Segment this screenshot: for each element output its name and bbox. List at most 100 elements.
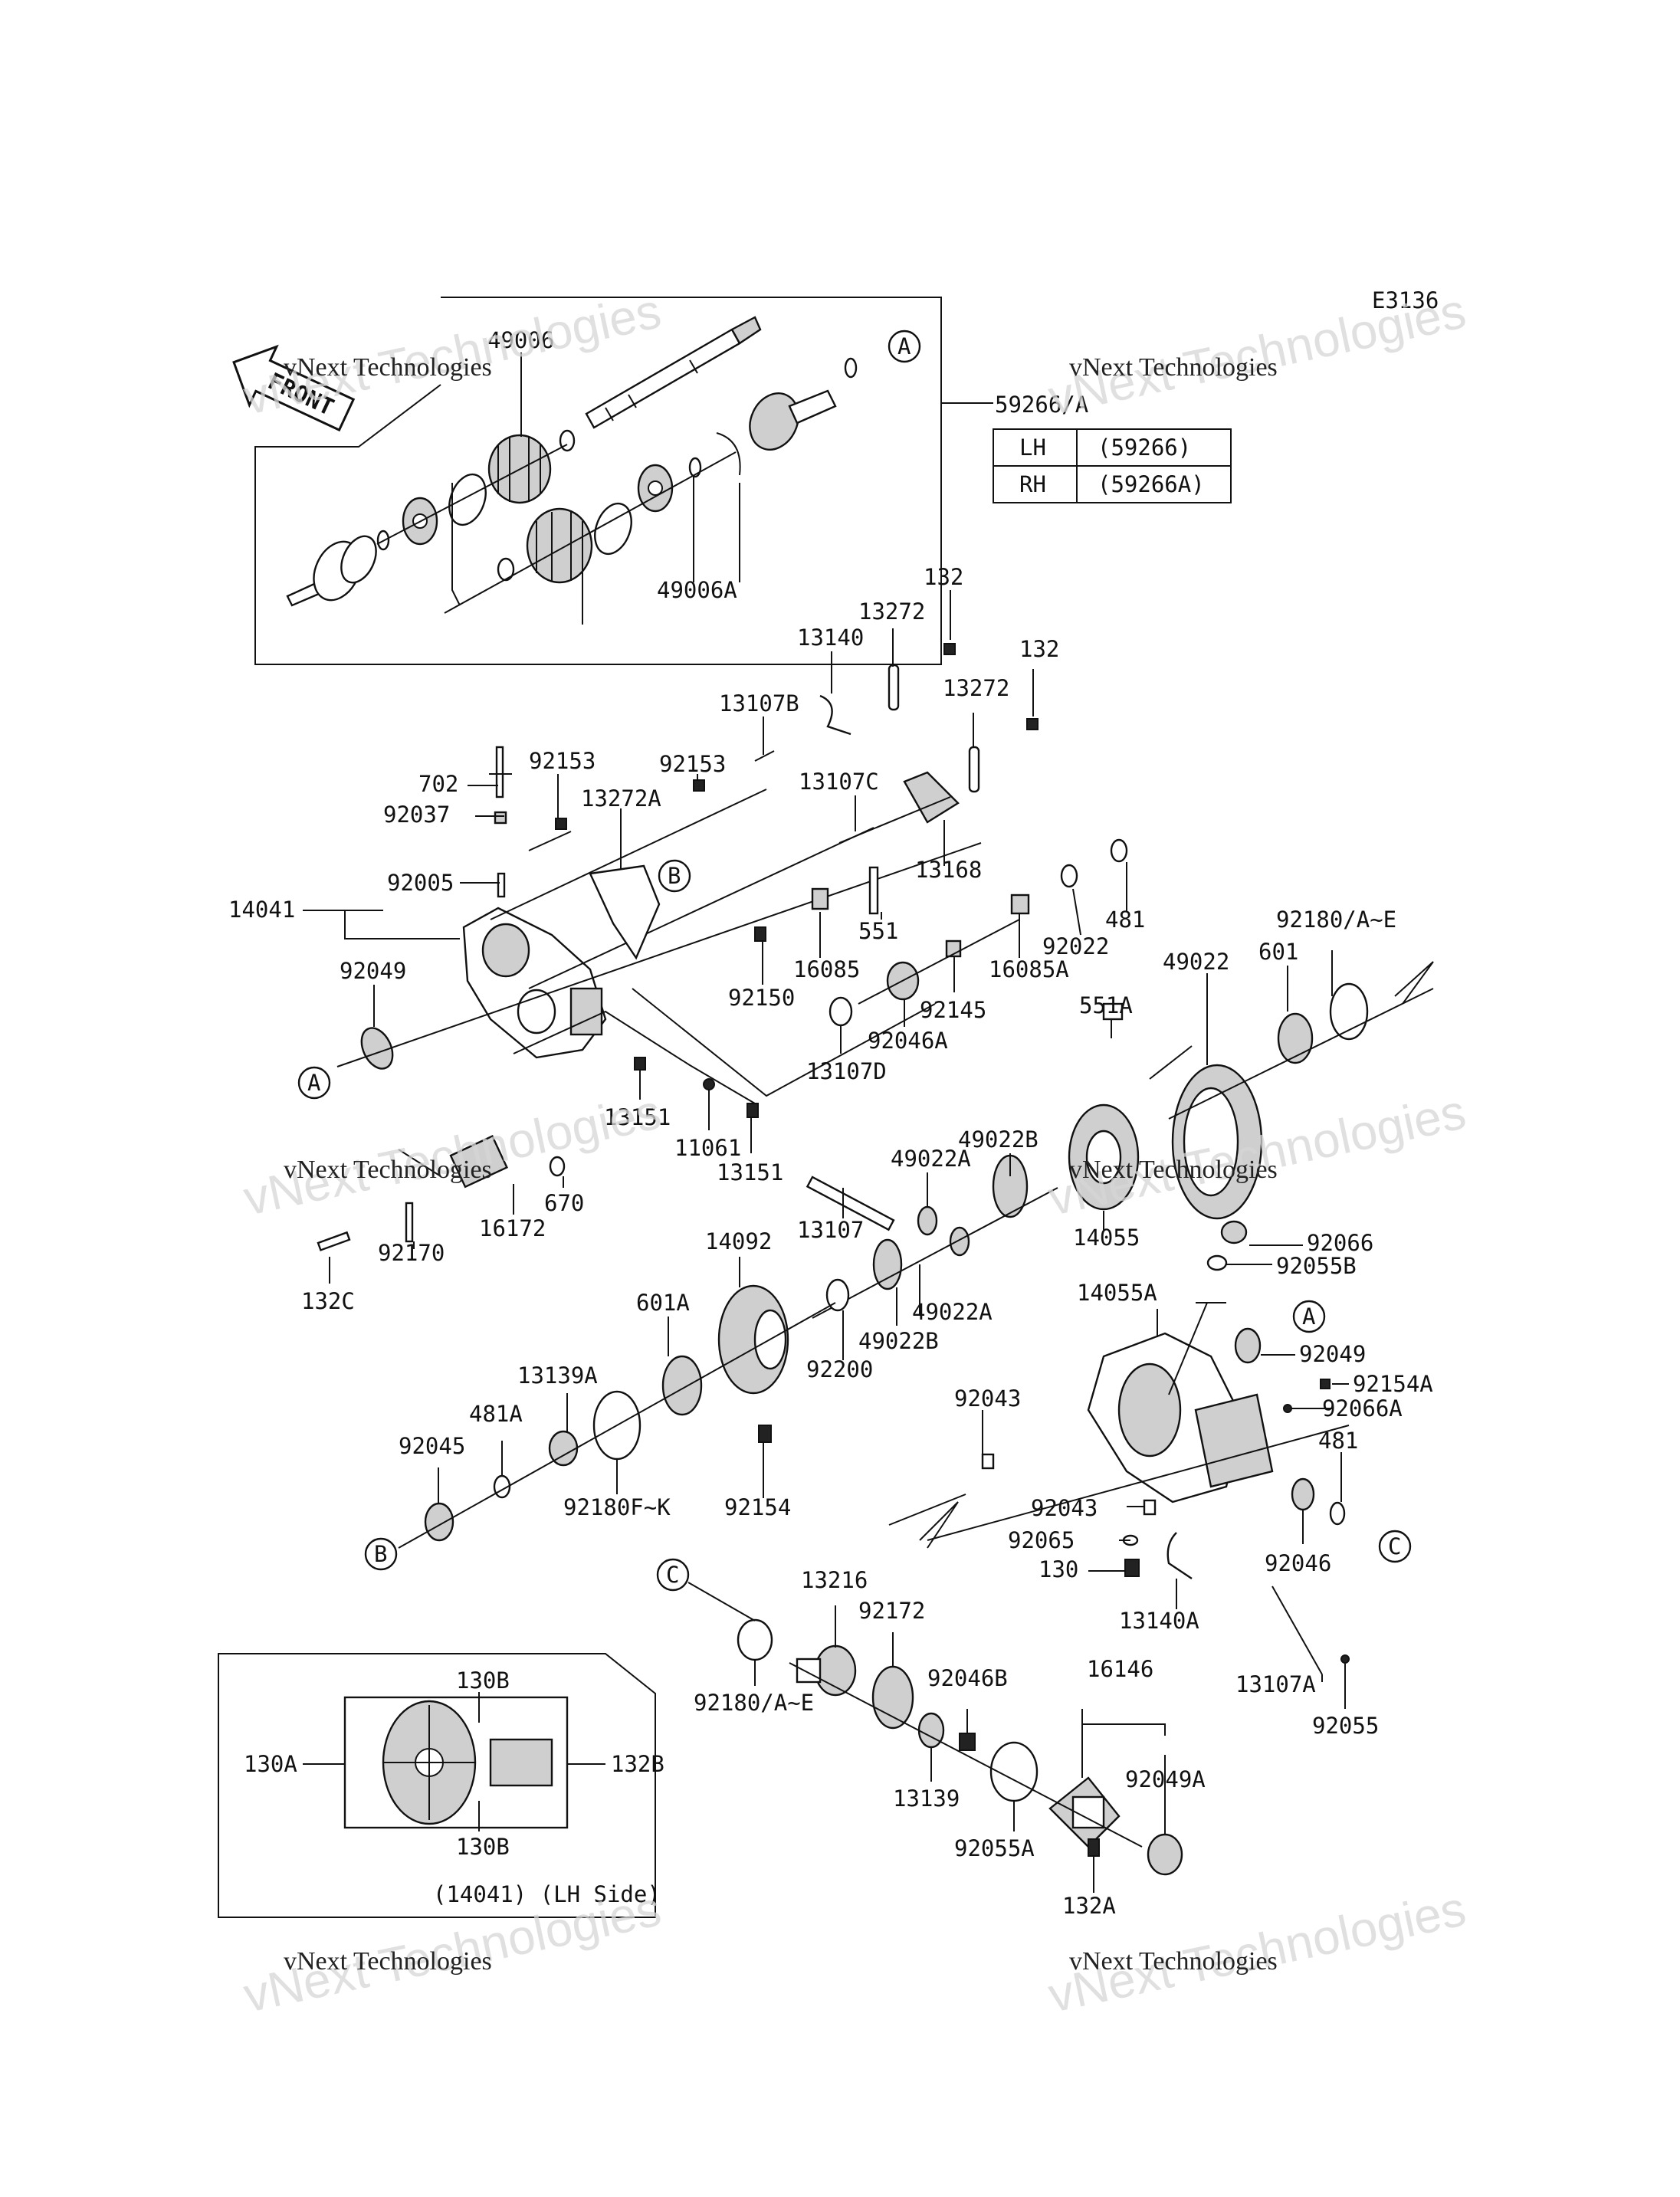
diagram-id: E3136 <box>1372 287 1439 313</box>
pinion-49022A-2 <box>949 1226 970 1257</box>
callout-label: 92043 <box>954 1385 1021 1412</box>
callout-label: 132A <box>1062 1893 1116 1919</box>
callout-label: 59266/A <box>995 392 1088 418</box>
callout-label: 14055 <box>1073 1225 1140 1251</box>
ref-circle-c: C <box>1378 1530 1412 1563</box>
callout-label: 92153 <box>529 748 596 774</box>
svg-text:A: A <box>307 1070 320 1096</box>
ref-circle-b: B <box>658 859 691 893</box>
svg-text:A: A <box>897 333 911 359</box>
bolt-92153-b <box>693 779 705 792</box>
dowel-92043-b <box>1143 1499 1157 1516</box>
drive-pinion-13216 <box>796 1644 857 1697</box>
callout-label: 551 <box>858 918 898 944</box>
sensor-16172 <box>398 1135 508 1189</box>
watermark-caption: vNext Technologies <box>1069 1156 1278 1184</box>
callout-label: 132B <box>611 1751 664 1777</box>
bolt-132C <box>317 1231 351 1251</box>
callout-label: 13107B <box>719 690 799 716</box>
bolt-92154A <box>1320 1379 1331 1389</box>
ref-circle-c: C <box>656 1558 690 1592</box>
callout-label: 92066A <box>1322 1395 1403 1421</box>
callout-label: 92055B <box>1276 1253 1357 1279</box>
inset-caption: (14041) (LH Side) <box>433 1881 661 1907</box>
callout-label: 601 <box>1258 939 1298 965</box>
callout-label: 49022A <box>891 1146 971 1172</box>
callout-label: 49022B <box>958 1126 1039 1153</box>
callout-label: 16146 <box>1087 1656 1153 1682</box>
pin-551A <box>1102 1002 1124 1021</box>
callout-label: 13139 <box>893 1785 960 1812</box>
screw-92150 <box>754 926 766 942</box>
callout-label: 130 <box>1039 1556 1078 1582</box>
ref-circle-a: A <box>888 330 921 363</box>
axle-shaft <box>585 316 762 429</box>
retainer-ring <box>716 432 741 476</box>
switch-13151-a <box>634 1057 646 1071</box>
nut-92037 <box>494 811 507 825</box>
callout-label: 13140A <box>1119 1608 1199 1634</box>
bolt-92153-a <box>555 818 567 830</box>
oil-seal-92049 <box>360 1027 394 1070</box>
bolt-130 <box>1124 1559 1140 1577</box>
callout-label: 92150 <box>728 985 795 1011</box>
pin-13272-b <box>968 746 980 793</box>
bolt-92154 <box>758 1425 772 1443</box>
callout-label: 49022B <box>858 1328 939 1354</box>
ref-circle-b: B <box>364 1537 398 1571</box>
driveshaft-assembly-group: FRONT <box>232 297 993 665</box>
callout-label: 92037 <box>383 802 450 828</box>
bearing-92046B <box>959 1733 976 1751</box>
callout-label: 92049 <box>340 958 406 984</box>
collar-16085 <box>811 887 829 910</box>
callout-label: 92049 <box>1299 1341 1366 1367</box>
bolt-132A <box>1088 1838 1100 1857</box>
boot-clamp-lower <box>497 557 515 582</box>
callout-label: 130B <box>456 1834 510 1860</box>
callout-label: 670 <box>544 1190 584 1216</box>
callout-label: 92153 <box>659 751 726 777</box>
pin-551 <box>868 866 879 915</box>
bevel-gear-49022B-2 <box>872 1238 903 1290</box>
shift-rod-702 <box>489 746 512 798</box>
callout-label: 13168 <box>915 857 982 883</box>
callout-label: 49006 <box>487 327 554 353</box>
watermark-caption: vNext Technologies <box>1069 353 1278 382</box>
pinion-shaft-13107 <box>806 1176 895 1231</box>
ref-markers: A B A A B C C <box>297 330 1412 1592</box>
callout-label: 13216 <box>801 1567 868 1593</box>
svg-text:B: B <box>668 863 681 889</box>
callout-label: 92046B <box>927 1665 1008 1691</box>
outer-cv-joint <box>286 535 377 607</box>
callout-label: 92180F~K <box>563 1494 671 1520</box>
callout-label: 16172 <box>479 1215 546 1241</box>
seal-92049-r <box>1234 1327 1262 1364</box>
pin-92055 <box>1340 1654 1350 1664</box>
pin-92005 <box>497 872 506 898</box>
diff-housing-14055A <box>1087 1332 1274 1503</box>
bearing-601 <box>1277 1012 1314 1064</box>
callout-label: 13272 <box>943 675 1009 701</box>
diff-case-14092 <box>717 1284 789 1395</box>
callout-label: 13139A <box>517 1362 598 1389</box>
callout-label: 92170 <box>378 1240 445 1266</box>
callout-label: 92154 <box>724 1494 791 1520</box>
callout-label: 92055A <box>954 1835 1035 1861</box>
diff-case-14055 <box>1068 1103 1140 1211</box>
callout-label: 49022 <box>1163 949 1229 975</box>
pin-92170 <box>405 1202 414 1243</box>
svg-text:B: B <box>374 1541 387 1567</box>
callout-label: 481 <box>1318 1428 1358 1454</box>
gear-92066 <box>1220 1220 1248 1244</box>
callout-label: 130B <box>456 1667 510 1694</box>
callout-label: 14092 <box>705 1228 772 1254</box>
callout-label: 92005 <box>387 870 454 896</box>
bearing-92046 <box>1291 1477 1315 1511</box>
callout-label: 92200 <box>806 1356 873 1382</box>
pinion-49022A <box>917 1205 938 1236</box>
bolt-132-b <box>1026 718 1039 730</box>
final-gear-case-lh <box>462 789 874 1059</box>
washer-92200 <box>825 1278 850 1312</box>
table-side-lh: LH <box>1019 434 1046 461</box>
oil-seal-92045 <box>424 1502 454 1542</box>
